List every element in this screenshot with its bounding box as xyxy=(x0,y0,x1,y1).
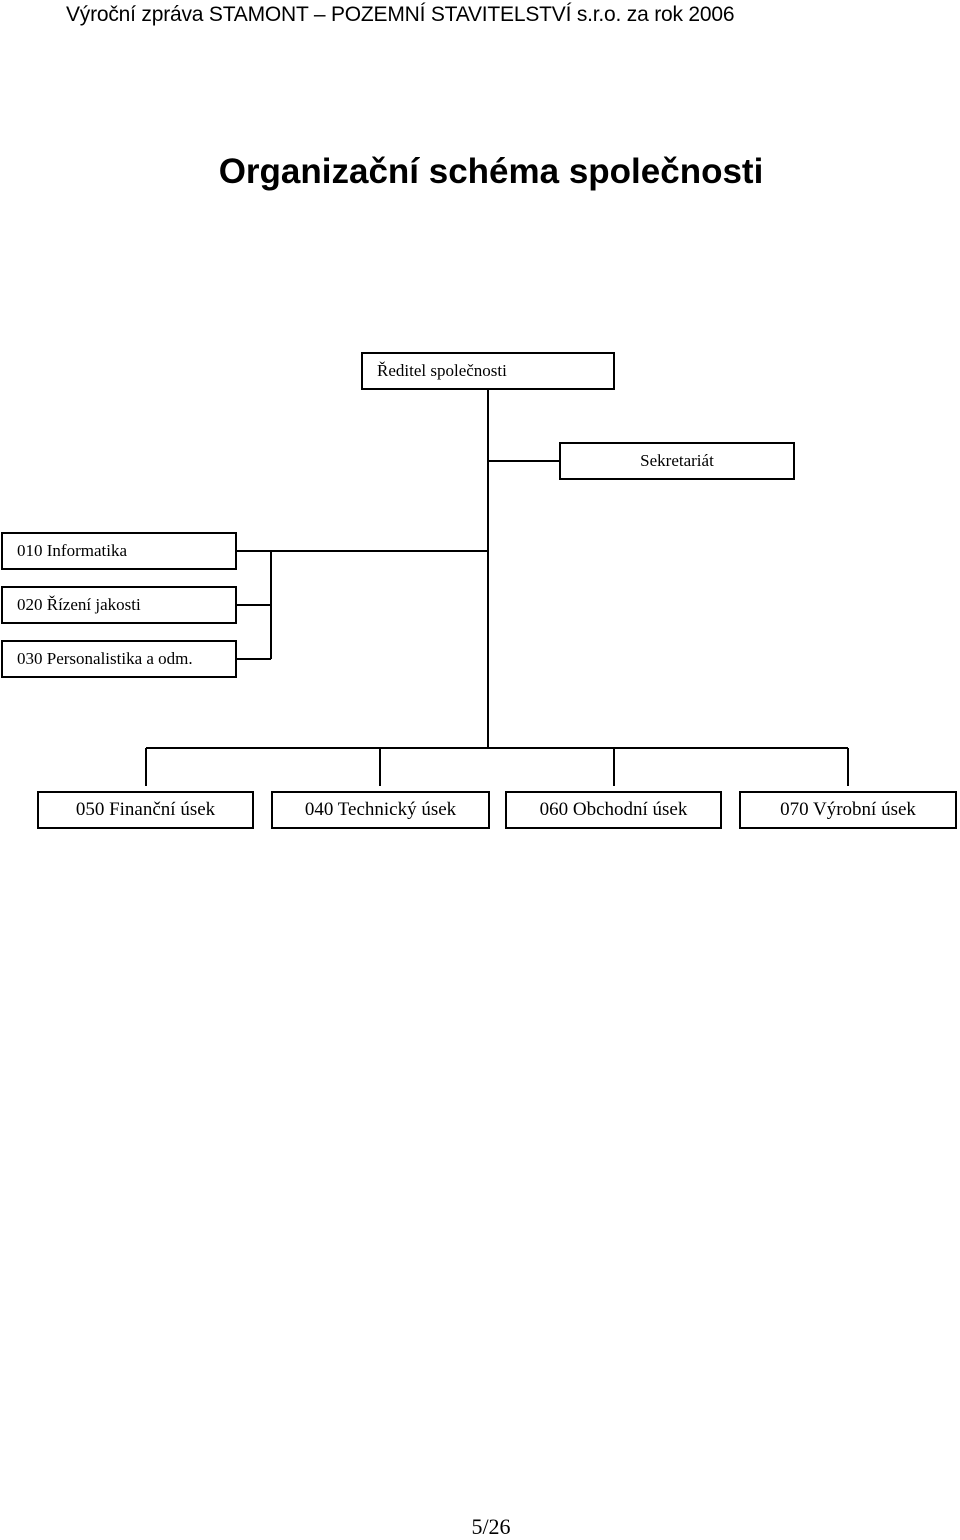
box-division-technicky: 040 Technický úsek xyxy=(271,791,490,829)
box-secretariat: Sekretariát xyxy=(559,442,795,480)
box-staff-rizeni-jakosti: 020 Řízení jakosti xyxy=(1,586,237,624)
page-title: Organizační schéma společnosti xyxy=(218,152,764,191)
box-staff-personalistika: 030 Personalistika a odm. xyxy=(1,640,237,678)
box-staff-informatika: 010 Informatika xyxy=(1,532,237,570)
box-division-financni: 050 Finanční úsek xyxy=(37,791,254,829)
report-header: Výroční zpráva STAMONT – POZEMNÍ STAVITE… xyxy=(66,3,735,26)
box-director: Ředitel společnosti xyxy=(361,352,615,390)
box-division-obchodni: 060 Obchodní úsek xyxy=(505,791,722,829)
page-number: 5/26 xyxy=(471,1514,511,1539)
box-division-vyrobni: 070 Výrobní úsek xyxy=(739,791,957,829)
